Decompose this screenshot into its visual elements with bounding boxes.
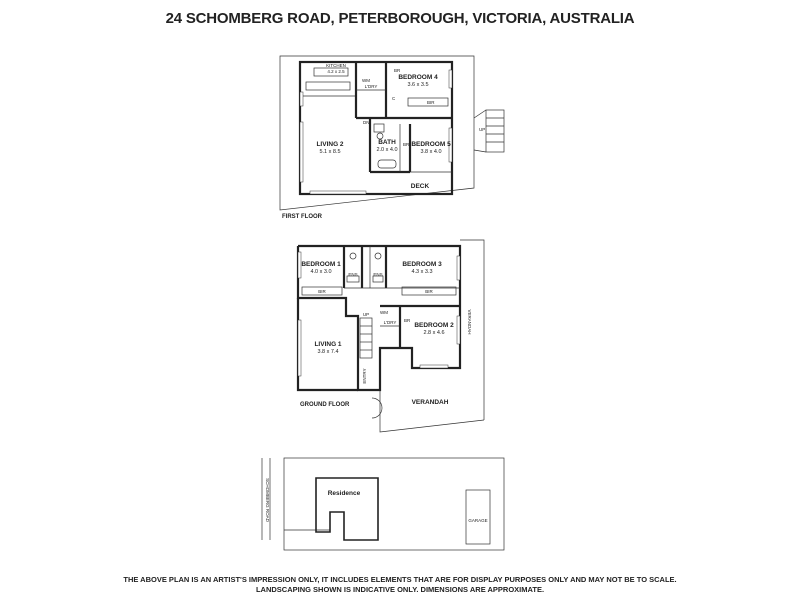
disclaimer-line1: THE ABOVE PLAN IS AN ARTIST'S IMPRESSION… bbox=[123, 575, 677, 584]
road-label: SCHOMBERG ROAD bbox=[265, 478, 270, 523]
ground-up-tag: UP bbox=[363, 312, 369, 317]
bedroom5-dims: 3.8 x 4.0 bbox=[420, 149, 441, 155]
bedroom1-dims: 4.0 x 3.0 bbox=[310, 269, 331, 275]
living2-dims: 5.1 x 8.5 bbox=[319, 149, 340, 155]
site-plan: SCHOMBERG ROAD Residence GARAGE bbox=[261, 457, 505, 551]
bedroom2-dims: 2.8 x 4.6 bbox=[423, 330, 444, 336]
residence-outline bbox=[315, 477, 379, 541]
ens1-tag: ENS bbox=[348, 272, 357, 277]
first-up-tag: UP bbox=[479, 127, 485, 132]
ground-wm-tag: WM bbox=[380, 310, 388, 315]
ground-ldry-tag: L'DRY bbox=[384, 320, 397, 325]
disclaimer-line2: LANDSCAPING SHOWN IS INDICATIVE ONLY. DI… bbox=[255, 585, 545, 594]
verandah-side-tag: VERANDAH bbox=[467, 309, 472, 334]
living1-label: LIVING 1 bbox=[314, 341, 341, 348]
residence-label: Residence bbox=[328, 490, 361, 497]
ground-bir3-tag: BIR bbox=[425, 289, 433, 294]
kitchen-label: KITCHEN bbox=[326, 63, 346, 68]
entry-tag: ENTRY bbox=[362, 368, 367, 383]
bedroom3-dims: 4.3 x 3.3 bbox=[411, 269, 432, 275]
verandah-front-tag: VERANDAH bbox=[412, 399, 449, 406]
deck-outline bbox=[279, 55, 475, 211]
first-floor-plan: KITCHEN 4.2 x 2.5 BEDROOM 4 3.6 x 3.5 LI… bbox=[279, 55, 505, 220]
ground-floor-upper-walls bbox=[296, 244, 462, 392]
site-boundary bbox=[283, 457, 505, 551]
bedroom2-label: BEDROOM 2 bbox=[414, 322, 454, 329]
ground-floor-plan: BEDROOM 1 4.0 x 3.0 BEDROOM 3 4.3 x 3.3 … bbox=[296, 239, 485, 433]
first-floor-label: FIRST FLOOR bbox=[282, 214, 323, 220]
first-br-tag: BR bbox=[394, 68, 401, 73]
first-br2-tag: BR bbox=[403, 142, 410, 147]
first-bir-tag: BIR bbox=[427, 100, 435, 105]
bedroom5-label: BEDROOM 5 bbox=[411, 141, 451, 148]
bedroom1-label: BEDROOM 1 bbox=[301, 261, 341, 268]
first-ldry-tag: L'DRY bbox=[365, 84, 378, 89]
ens2-tag: ENS bbox=[373, 272, 382, 277]
garage-label: GARAGE bbox=[468, 518, 487, 523]
ground-br-tag: BR bbox=[404, 318, 411, 323]
first-dn-tag: DN bbox=[363, 120, 370, 125]
bedroom3-label: BEDROOM 3 bbox=[402, 261, 442, 268]
ground-bir1-tag: BIR bbox=[318, 289, 326, 294]
bath-label: BATH bbox=[378, 139, 396, 146]
garage-outline bbox=[465, 489, 491, 545]
page-title: 24 SCHOMBERG ROAD, PETERBOROUGH, VICTORI… bbox=[165, 10, 635, 27]
deck-label: DECK bbox=[411, 183, 430, 190]
living1-dims: 3.8 x 7.4 bbox=[317, 349, 338, 355]
first-c-tag: C bbox=[392, 96, 396, 101]
bedroom4-dims: 3.6 x 3.5 bbox=[407, 82, 428, 88]
kitchen-dims: 4.2 x 2.5 bbox=[327, 69, 345, 74]
bath-dims: 2.0 x 4.0 bbox=[376, 147, 397, 153]
living2-label: LIVING 2 bbox=[316, 141, 343, 148]
bedroom4-label: BEDROOM 4 bbox=[398, 74, 438, 81]
ground-floor-label: GROUND FLOOR bbox=[300, 402, 350, 408]
first-wm-tag: WM bbox=[362, 78, 370, 83]
